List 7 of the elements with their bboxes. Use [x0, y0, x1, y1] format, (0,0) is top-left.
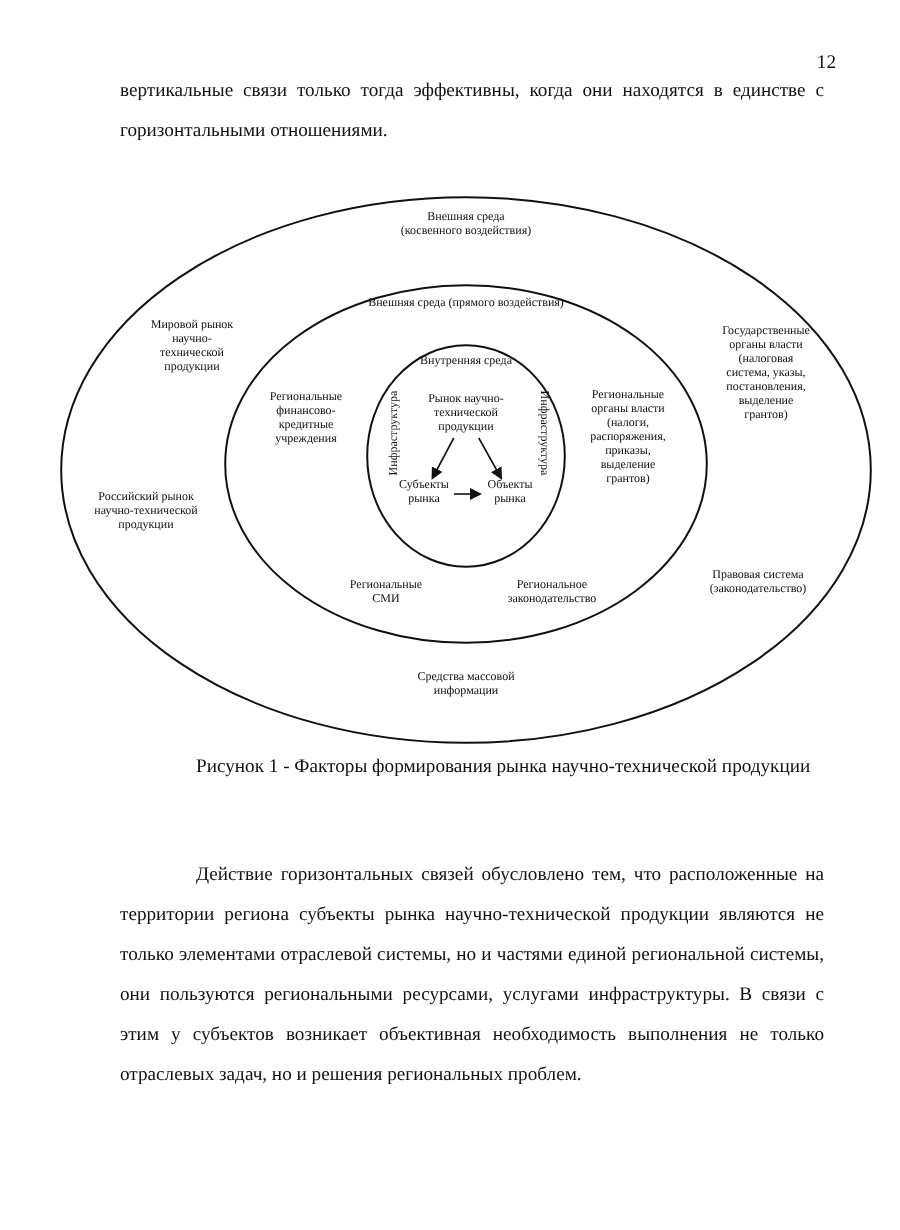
- arrow: [431, 437, 455, 480]
- figure-caption: Рисунок 1 - Факторы формирования рынка научно-технической продукции: [194, 754, 813, 782]
- arrow: [478, 437, 503, 480]
- arrow: [453, 488, 482, 500]
- page-number: 12: [814, 50, 836, 78]
- paragraph: вертикальные связи только тогда эффективны, когда они находятся в единстве с горизонтальными отношениями.: [120, 78, 824, 146]
- paragraph: Действие горизонтальных связей обусловлено тем, что расположенные на территории региона субъекты рынка научно-технической продукции являются не только элементами отраслевой системы, но и частями единой региональной системы, они пользуются региональными ресурсами, услугами инфраструктуры. В связи с этим у субъектов возникает объективная необходимость выполнения не только отраслевых задач, но и решения региональных проблем.: [120, 862, 824, 1090]
